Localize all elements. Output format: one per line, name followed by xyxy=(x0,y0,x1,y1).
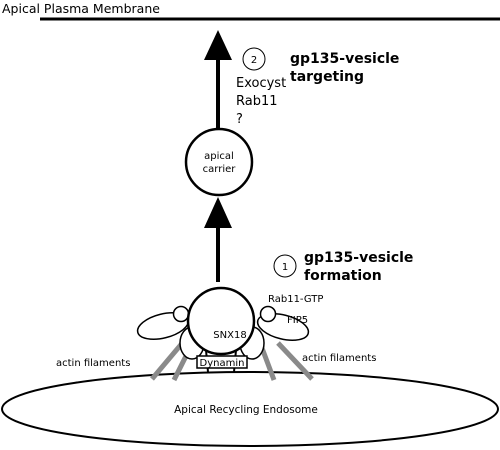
formation-arrow-head xyxy=(204,197,232,228)
rab11-left xyxy=(172,305,190,323)
carrier-label-line1: apical xyxy=(204,151,234,162)
snx18-label: SNX18 xyxy=(213,330,246,341)
apical-carrier-vesicle xyxy=(184,127,254,197)
actin-right-label: actin filaments xyxy=(302,353,376,364)
actin-filaments-right xyxy=(259,341,314,381)
factor-exocyst: Exocyst xyxy=(236,76,286,91)
rab11-right xyxy=(259,305,277,323)
step1-title-line2: formation xyxy=(304,268,382,284)
step2-title-line1: gp135-vesicle xyxy=(290,51,399,67)
step2-number-circle xyxy=(242,47,266,71)
recycling-endosome xyxy=(1,371,499,447)
factor-unknown: ? xyxy=(236,112,243,127)
budding-vesicle xyxy=(186,286,256,356)
dynamin-collar xyxy=(196,355,248,369)
targeting-arrow-head xyxy=(204,30,232,60)
dynamin-label: Dynamin xyxy=(200,358,245,369)
step1-number: 1 xyxy=(282,262,288,273)
step1-number-circle xyxy=(273,254,297,278)
endosome-label: Apical Recycling Endosome xyxy=(174,404,318,416)
step2-number: 2 xyxy=(251,55,257,66)
step1-title-line1: gp135-vesicle xyxy=(304,250,413,266)
membrane-label: Apical Plasma Membrane xyxy=(2,1,160,16)
actin-left-label: actin filaments xyxy=(56,358,130,369)
step2-title-line2: targeting xyxy=(290,69,364,85)
fip5-label: FIP5 xyxy=(287,315,308,326)
factor-rab11: Rab11 xyxy=(236,94,278,109)
carrier-label-line2: carrier xyxy=(203,164,237,175)
rab11-gtp-label: Rab11-GTP xyxy=(268,294,323,305)
